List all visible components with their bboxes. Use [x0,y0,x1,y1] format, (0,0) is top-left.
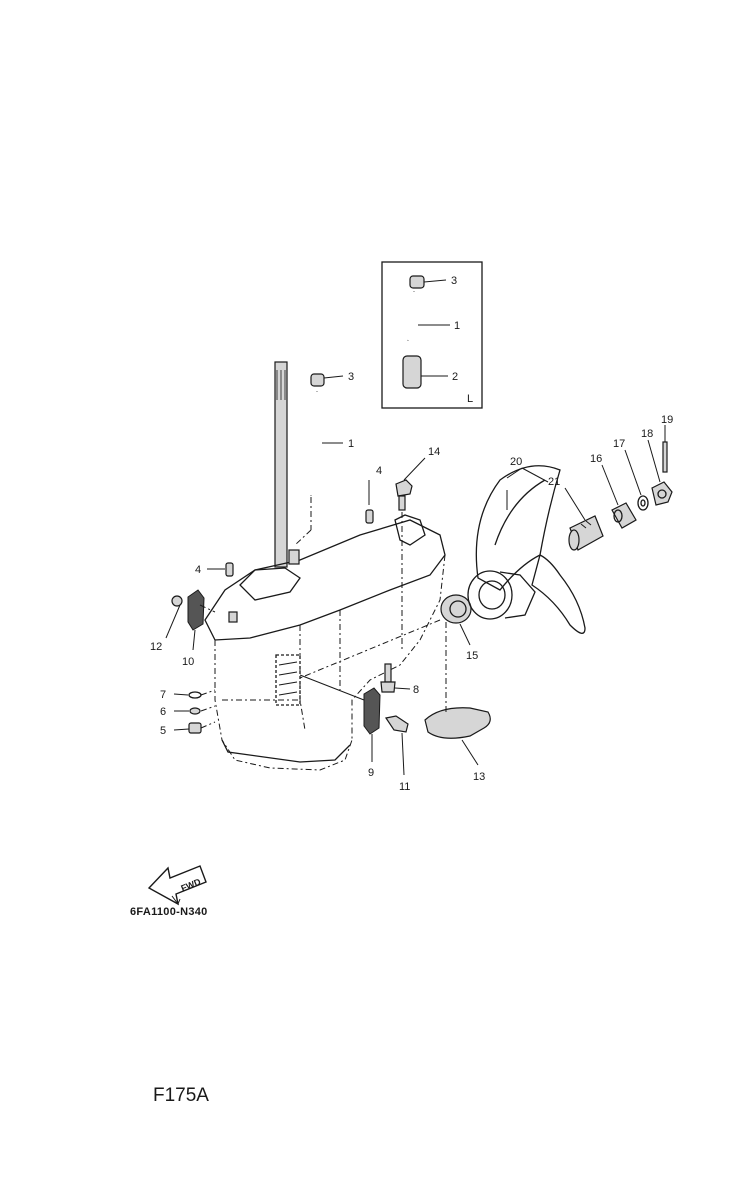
washer-part-6 [189,707,201,715]
plug-part-5 [188,722,202,734]
callout-4b: 4 [195,564,201,576]
washer-17: 17 [613,438,649,511]
water-tube-assembly: 3 1 [294,371,354,546]
cotter-pin-19: 19 [661,414,673,473]
washer-part-17 [637,495,649,511]
callout-9: 9 [368,767,374,779]
callout-19: 19 [661,414,673,426]
inset-callout-2: 2 [452,371,458,383]
diagram-code: 6FA1100-N340 [130,906,208,918]
inset-variant-label: L [467,393,473,405]
trim-tab-13: 13 [424,620,491,783]
callout-8: 8 [413,684,419,696]
callout-12: 12 [150,641,162,653]
inset-box: 3 1 2 L [381,261,483,409]
tube-cap-part [310,373,325,387]
washer-part-16 [611,502,637,529]
anode-9-bolt-11: 9 11 [299,674,410,793]
spacer-21: 21 [548,476,604,551]
propeller-20: 20 [467,456,586,634]
bolt-8: 8 [380,663,419,696]
callout-5: 5 [160,725,166,737]
callout-7: 7 [160,689,166,701]
screw-part-12 [171,595,183,607]
lower-casing [204,514,446,771]
model-label: F175A [153,1085,209,1106]
callout-13: 13 [473,771,485,783]
callout-17: 17 [613,438,625,450]
bolt-14: 14 [395,446,440,650]
dowel-pin-upper [365,509,374,524]
gasket-part-7 [188,691,202,699]
cotter-pin-part [662,441,668,473]
dowel-pin-lower [225,562,234,577]
callout-3: 3 [348,371,354,383]
bolt-part-11 [385,715,409,733]
drive-shaft [274,361,288,568]
nut-part-18 [651,481,673,506]
fwd-arrow-icon: FWD [147,865,207,906]
inset-callout-1: 1 [454,320,460,332]
drain-plug-stack: 7 6 5 [160,689,216,737]
thrust-washer-15: 15 [299,594,478,679]
washer-16: 16 [590,453,637,529]
callout-6: 6 [160,706,166,718]
anode-part-10 [187,589,205,631]
thrust-washer-part [440,594,472,624]
inset-cap-part [409,275,425,289]
callout-21: 21 [548,476,560,488]
callout-4a: 4 [376,465,382,477]
callout-20: 20 [510,456,522,468]
nut-18: 18 [641,428,673,506]
trim-tab-part [424,707,491,739]
callout-16: 16 [590,453,602,465]
anode-part-9 [363,687,381,735]
callout-14: 14 [428,446,440,458]
callout-11: 11 [399,781,410,793]
inset-callout-3: 3 [451,275,457,287]
callout-18: 18 [641,428,653,440]
dowel-pins: 4 4 [195,465,382,577]
callout-15: 15 [466,650,478,662]
water-intake-grille [275,654,301,706]
callout-10: 10 [182,656,194,668]
inset-sleeve-part [402,355,422,389]
callout-1: 1 [348,438,354,450]
anode-10-12: 12 10 [150,589,216,668]
